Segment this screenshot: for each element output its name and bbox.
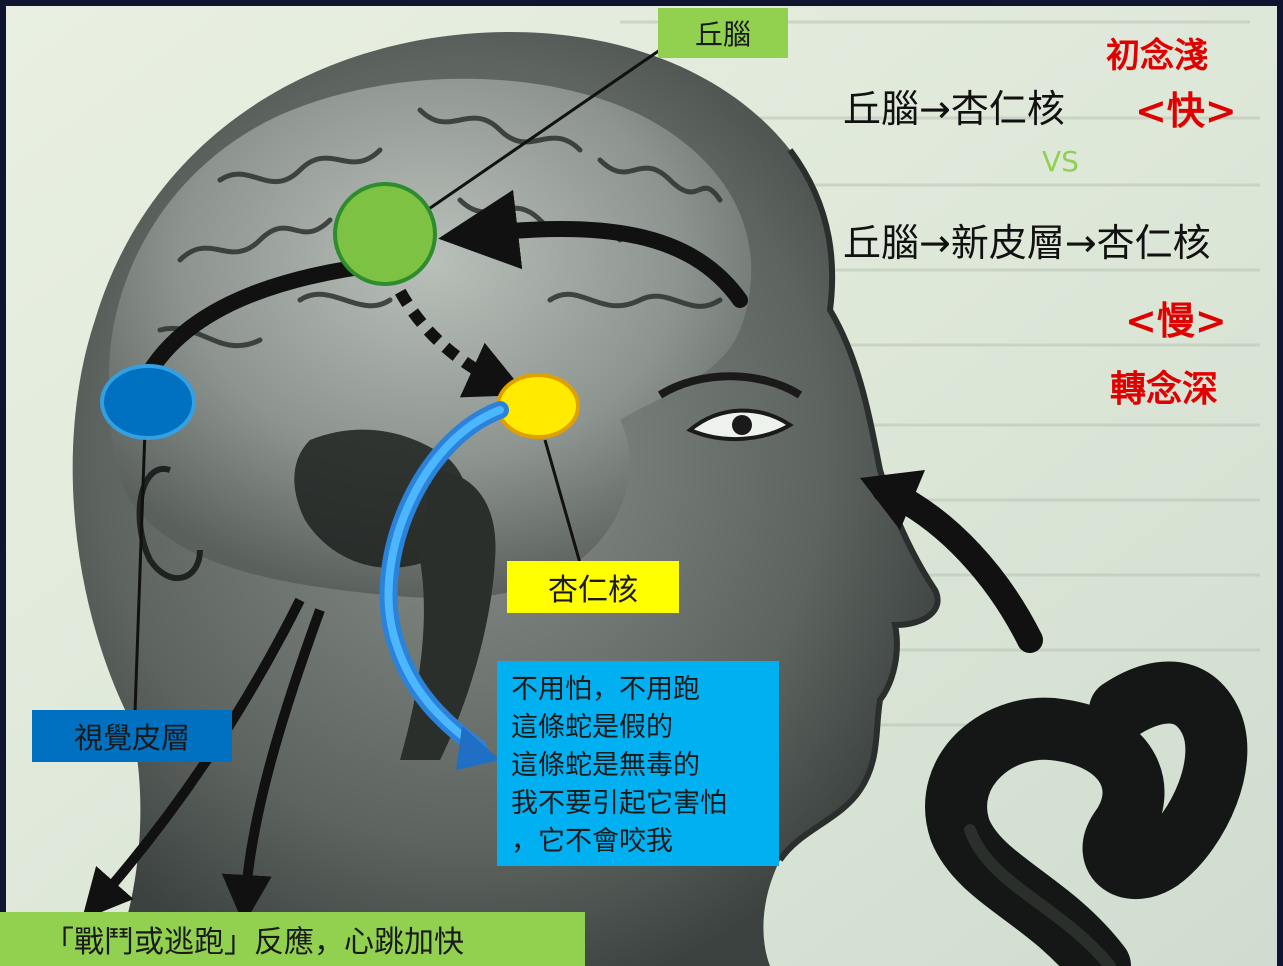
- slow-path-text: 丘腦→新皮層→杏仁核: [843, 212, 1211, 267]
- amygdala-marker: [498, 375, 578, 437]
- deep-thought-annotation: 轉念深: [1110, 360, 1218, 412]
- callout-line: 不用怕，不用跑: [511, 671, 771, 709]
- visual-cortex-label: 視覺皮層: [32, 710, 232, 762]
- first-thought-annotation: 初念淺: [1106, 28, 1208, 77]
- callout-line: 我不要引起它害怕: [511, 785, 771, 823]
- callout-line: 這條蛇是無毒的: [511, 747, 771, 785]
- pupil: [732, 415, 752, 435]
- callout-line: 這條蛇是假的: [511, 709, 771, 747]
- callout-line: ，它不會咬我: [511, 823, 771, 861]
- reassurance-callout: 不用怕，不用跑 這條蛇是假的 這條蛇是無毒的 我不要引起它害怕 ，它不會咬我: [497, 661, 779, 866]
- amygdala-label: 杏仁核: [507, 561, 679, 613]
- versus-text: VS: [1042, 145, 1079, 178]
- thalamus-marker: [335, 184, 435, 284]
- slow-annotation: <慢>: [1125, 290, 1227, 345]
- fast-path-text: 丘腦→杏仁核: [843, 78, 1065, 133]
- visual-cortex-marker: [102, 366, 194, 438]
- fight-or-flight-label: 「戰鬥或逃跑」反應，心跳加快: [0, 912, 585, 966]
- thalamus-label: 丘腦: [658, 8, 788, 58]
- fast-annotation: <快>: [1135, 80, 1237, 135]
